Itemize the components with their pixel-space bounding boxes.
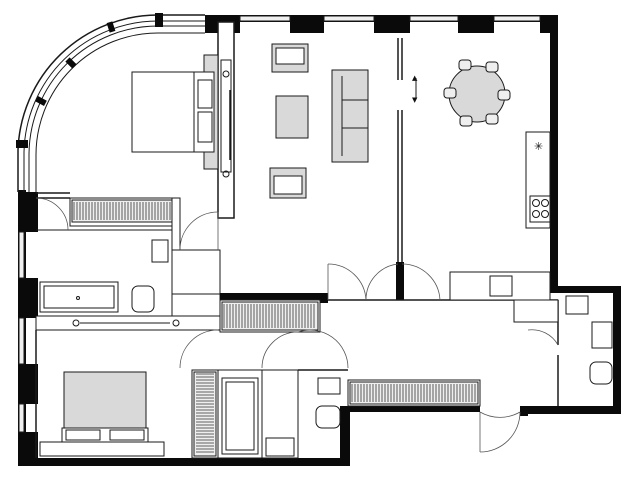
cooktop-icon bbox=[529, 195, 551, 223]
up-down-arrow-icon: ▲ ▼ bbox=[412, 74, 418, 104]
wardrobe-3 bbox=[349, 381, 479, 405]
kitchen: ✳ bbox=[449, 131, 551, 301]
left-windows bbox=[18, 192, 38, 466]
arrow-up-glyph: ▲ bbox=[412, 74, 418, 82]
bedroom-1-bed bbox=[131, 71, 215, 153]
wardrobe-1 bbox=[71, 199, 173, 223]
wc bbox=[513, 295, 613, 385]
arrow-down-glyph: ▼ bbox=[412, 96, 418, 104]
curved-glazing bbox=[16, 13, 205, 192]
bathroom-2 bbox=[221, 377, 341, 457]
fridge-glyph: ✳ bbox=[534, 140, 543, 153]
doors bbox=[35, 197, 559, 453]
dining-table bbox=[443, 59, 511, 127]
wardrobe-4 bbox=[193, 371, 217, 457]
wardrobe-2 bbox=[221, 301, 319, 331]
snowflake-icon: ✳ bbox=[534, 140, 543, 153]
bedroom-2-bed bbox=[39, 371, 165, 457]
bathroom-1 bbox=[39, 239, 169, 313]
living-furniture bbox=[269, 43, 369, 199]
top-windows bbox=[205, 15, 541, 33]
